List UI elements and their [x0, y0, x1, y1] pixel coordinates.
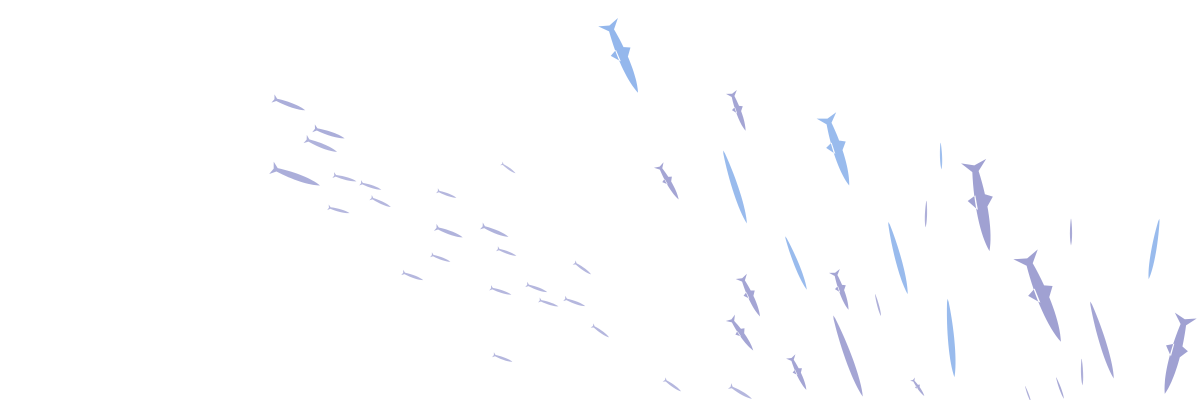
fish-icon — [939, 142, 943, 170]
fish-icon — [1087, 300, 1117, 380]
fish-icon — [430, 252, 452, 265]
fish-icon — [598, 17, 648, 97]
fish-layer — [269, 17, 1197, 400]
fish-icon — [538, 297, 560, 309]
fish-icon — [1013, 249, 1074, 347]
fish-icon — [359, 180, 383, 193]
fish-icon — [496, 246, 518, 259]
fish-icon — [961, 158, 1003, 254]
fish-icon — [271, 94, 307, 115]
fish-icon — [436, 188, 458, 201]
fish-icon — [662, 377, 683, 394]
fish-icon — [783, 235, 809, 291]
fish-icon — [369, 195, 393, 210]
fish-icon — [816, 112, 859, 189]
fish-icon — [829, 314, 867, 398]
fish-icon — [433, 223, 464, 241]
fish-icon — [1055, 376, 1065, 400]
fish-icon — [910, 377, 927, 398]
fish-icon — [944, 298, 958, 378]
fish-icon — [327, 204, 351, 216]
fish-icon — [885, 221, 911, 295]
fish-icon — [1024, 385, 1032, 400]
fish-icon — [829, 268, 854, 312]
fish-icon — [1080, 358, 1084, 386]
fish-icon — [924, 200, 928, 228]
fish-icon — [563, 295, 587, 309]
fish-icon — [500, 161, 517, 176]
fish-icon — [653, 162, 684, 203]
fish-icon — [401, 269, 425, 283]
fish-icon — [303, 134, 339, 156]
fish-icon — [479, 222, 510, 241]
fish-icon — [735, 273, 766, 320]
fish-icon — [572, 260, 593, 277]
fish-icon — [525, 281, 549, 295]
fish-icon — [269, 161, 323, 192]
fish-icon — [312, 124, 346, 143]
fish-icon — [726, 89, 751, 133]
fish-icon — [725, 314, 758, 354]
fish-icon — [1069, 218, 1073, 246]
fish-icon — [786, 354, 811, 393]
fish-icon — [492, 352, 514, 365]
fish-icon — [590, 323, 611, 340]
fish-icon — [1153, 312, 1197, 397]
fish-icon — [332, 172, 358, 185]
fish-icon — [720, 149, 750, 225]
fish-icon — [727, 383, 754, 400]
fish-icon — [1146, 218, 1162, 280]
fish-icon — [874, 293, 882, 317]
fish-icon — [489, 285, 513, 298]
